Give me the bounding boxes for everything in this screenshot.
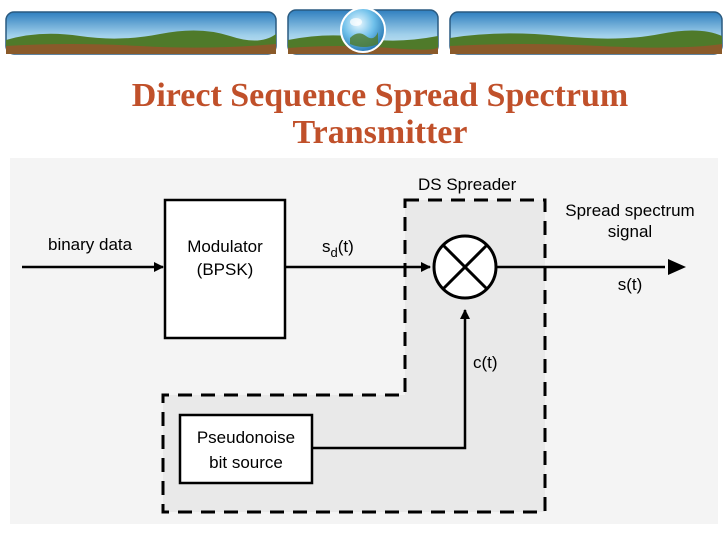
input-label: binary data bbox=[48, 235, 133, 254]
code-signal-arrow bbox=[312, 309, 470, 450]
output-label-line2: signal bbox=[608, 222, 652, 241]
banner-panel-right bbox=[449, 11, 723, 55]
pn-source-block bbox=[178, 413, 314, 485]
globe-icon bbox=[340, 7, 386, 53]
output-arrowhead bbox=[668, 259, 686, 275]
pn-source-label-line1: Pseudonoise bbox=[197, 428, 295, 447]
banner-panel-left bbox=[5, 11, 277, 55]
output-signal-label: s(t) bbox=[618, 275, 643, 294]
ds-spreader-label: DS Spreader bbox=[418, 175, 517, 194]
modulator-label-line2: (BPSK) bbox=[197, 260, 254, 279]
header-banner bbox=[5, 7, 723, 55]
modulator-block bbox=[163, 198, 287, 340]
dsss-block-diagram: DS Spreader binary data Modulator (BPSK)… bbox=[10, 158, 718, 524]
multiplier-icon bbox=[432, 234, 498, 300]
slide-title-line1: Direct Sequence Spread Spectrum bbox=[131, 77, 629, 114]
sd-signal-label: sd(t) bbox=[322, 237, 354, 260]
pn-source-label-line2: bit source bbox=[209, 453, 283, 472]
slide-title-line2: Transmitter bbox=[292, 114, 468, 151]
modulator-label-line1: Modulator bbox=[187, 237, 263, 256]
output-label-line1: Spread spectrum bbox=[565, 201, 694, 220]
code-signal-label: c(t) bbox=[473, 353, 498, 372]
